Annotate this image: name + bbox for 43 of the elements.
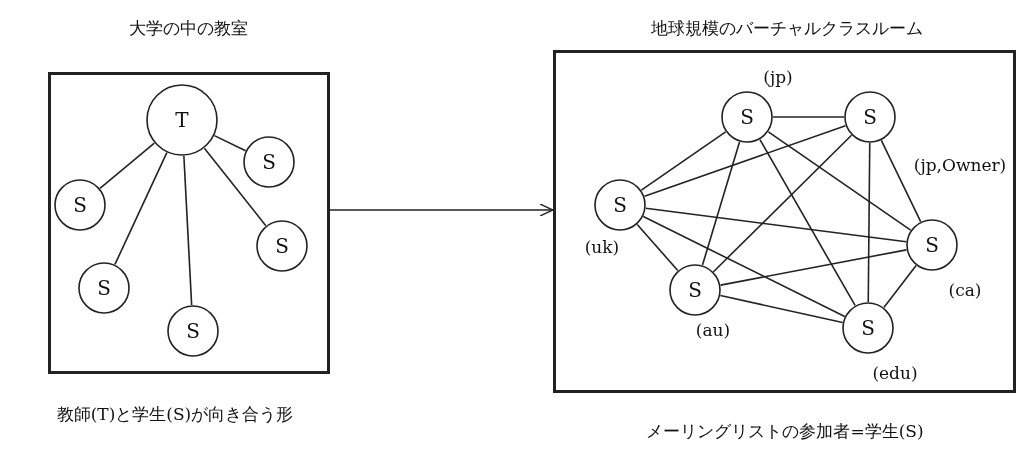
connector-line [767,131,912,231]
connector-line [183,155,193,306]
connector-line [880,139,922,223]
connector-line [636,223,679,272]
student-circle: S [256,220,308,272]
connector-line [759,138,856,307]
student-circle: S [167,305,219,357]
domain-label: (au) [695,320,731,340]
student-circle: S [78,262,130,314]
student-circle: S [54,179,106,231]
student-circle: S [721,91,773,143]
student-circle: S [906,219,958,271]
student-circle: S [669,264,721,316]
connector-line [772,116,845,118]
connector-line [719,249,908,286]
panel-title: 地球規模のバーチャルクラスルーム [651,16,923,40]
panel-title: 大学の中の教室 [128,16,248,40]
student-circle: S [844,91,896,143]
teacher-circle: T [146,84,218,156]
connector-line [719,294,844,324]
connector-line [643,124,847,198]
arrow [329,203,554,217]
connector-line [867,142,871,303]
domain-label: (jp,Owner) [913,155,1007,175]
connector-line [645,207,907,243]
panel-caption: メーリングリストの参加者=学生(S) [645,420,925,443]
connector-line [99,142,156,190]
panel-caption: 教師(T)と学生(S)が向き合う形 [56,402,294,426]
connector-line [642,215,846,318]
student-circle: S [842,302,894,354]
connector-line [203,147,267,227]
connector-line [883,264,917,309]
student-circle: S [594,179,646,231]
domain-label: (edu) [872,363,918,383]
domain-label: (ca) [948,280,982,300]
connector-line [640,131,727,191]
connector-line [701,141,741,266]
student-circle: S [243,136,295,188]
domain-label: (uk) [584,237,620,257]
connector-line [213,134,247,152]
connector-line [114,151,168,266]
domain-label: (jp) [763,67,793,87]
connector-line [712,134,853,273]
